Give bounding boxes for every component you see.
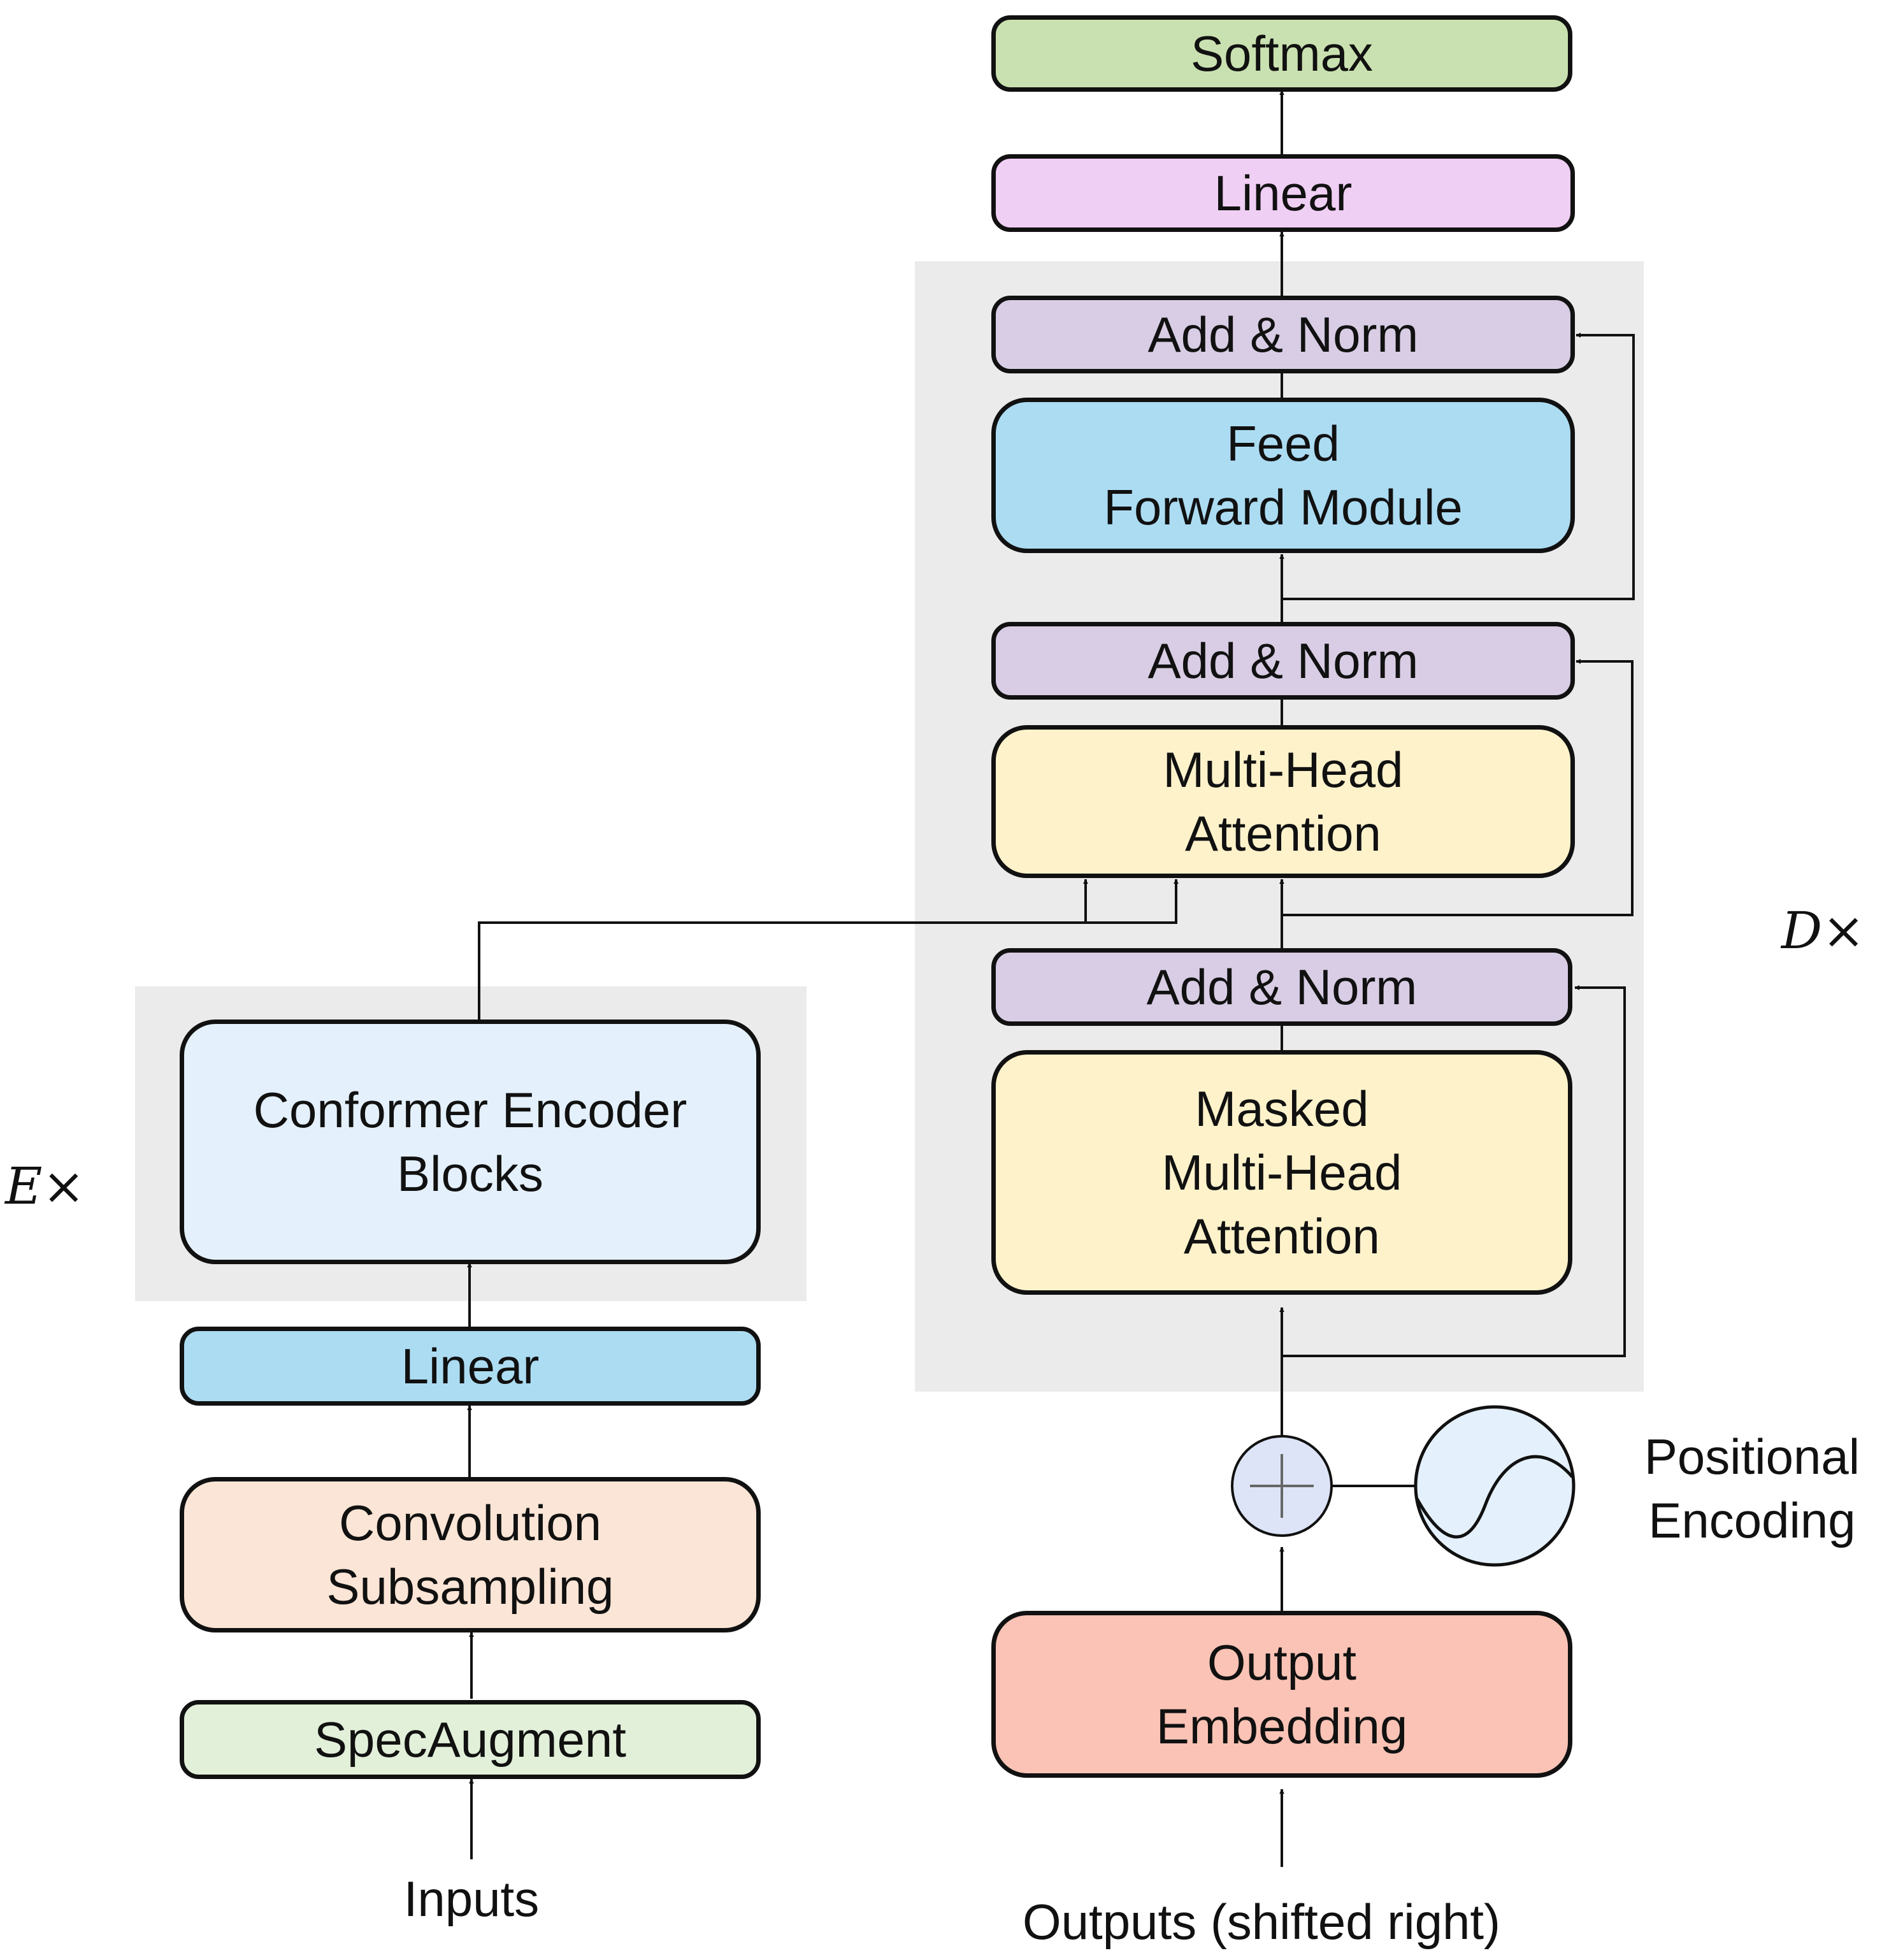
specaugment-block: SpecAugment <box>180 1700 761 1779</box>
sine-wave-icon <box>1414 1405 1576 1567</box>
residual-line-masked <box>1282 985 1626 1357</box>
residual-line-feedforward <box>1282 333 1635 600</box>
encoder-repeat-label: E× <box>5 1157 85 1216</box>
output-embedding-block: Output Embedding <box>991 1611 1572 1778</box>
residual-line-multihead <box>1282 659 1634 916</box>
decoder-repeat-label: D× <box>1781 901 1865 960</box>
convolution-subsampling-block: Convolution Subsampling <box>180 1477 761 1632</box>
decoder-linear-block: Linear <box>991 154 1575 232</box>
conformer-encoder-block: Conformer Encoder Blocks <box>180 1020 761 1264</box>
plus-circle-icon <box>1231 1435 1333 1537</box>
encoder-output-line <box>478 879 1179 1021</box>
positional-encoding-label: Positional Encoding <box>1644 1429 1860 1548</box>
inputs-label: Inputs <box>403 1871 540 1927</box>
outputs-label: Outputs (shifted right) <box>1023 1894 1500 1950</box>
add-norm-block-2: Add & Norm <box>991 622 1575 700</box>
softmax-block: Softmax <box>991 15 1572 92</box>
multi-head-attention-block: Multi-Head Attention <box>991 725 1575 878</box>
add-norm-block-1: Add & Norm <box>991 948 1572 1026</box>
encoder-linear-block: Linear <box>180 1327 761 1406</box>
masked-multi-head-attention-block: Masked Multi-Head Attention <box>991 1050 1572 1295</box>
feed-forward-block: Feed Forward Module <box>991 398 1575 553</box>
add-norm-block-3: Add & Norm <box>991 296 1575 373</box>
